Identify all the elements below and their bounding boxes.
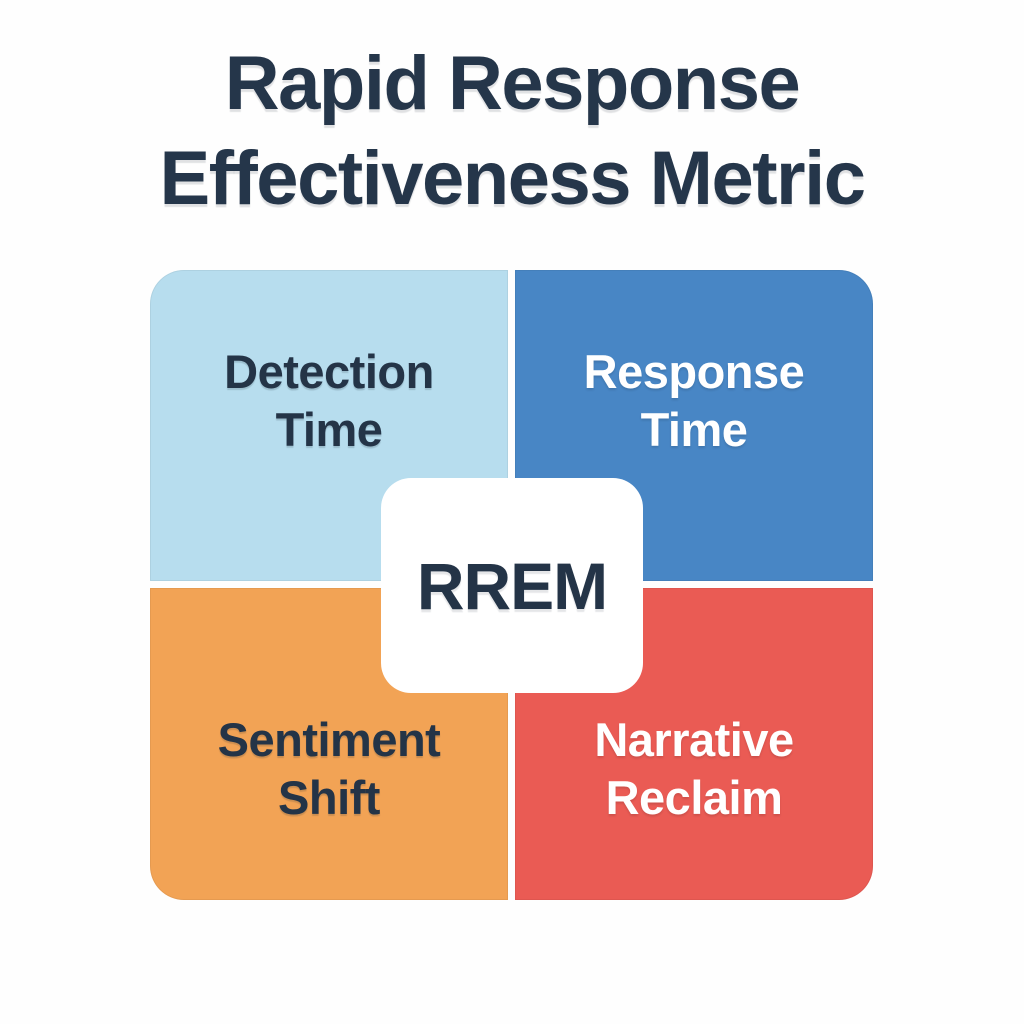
quadrant-label-line: Reclaim: [605, 771, 783, 824]
quadrant-label-sentiment-shift: Sentiment Shift: [218, 711, 441, 827]
page-title-line-2: Effectiveness Metric: [159, 136, 867, 221]
quadrant-label-line: Time: [640, 403, 748, 456]
quadrant-label-line: Narrative: [594, 713, 794, 766]
quadrant-label-line: Response: [583, 345, 805, 398]
page-title-line-1: Rapid Response: [224, 41, 801, 126]
quadrant-label-line: Detection: [224, 345, 434, 398]
quadrant-label-line: Sentiment: [217, 713, 441, 766]
quadrant-label-response-time: Response Time: [584, 343, 805, 459]
center-badge-label: RREM: [416, 548, 608, 623]
quadrant-label-line: Shift: [278, 771, 380, 824]
page-title: Rapid Response Effectiveness Metric: [0, 36, 1024, 226]
quadrant-label-line: Time: [275, 403, 383, 456]
quadrant-detection-time: Detection Time: [150, 270, 508, 581]
quadrant-label-detection-time: Detection Time: [224, 343, 434, 459]
quadrant-label-narrative-reclaim: Narrative Reclaim: [594, 711, 794, 827]
center-badge: RREM: [381, 478, 643, 693]
